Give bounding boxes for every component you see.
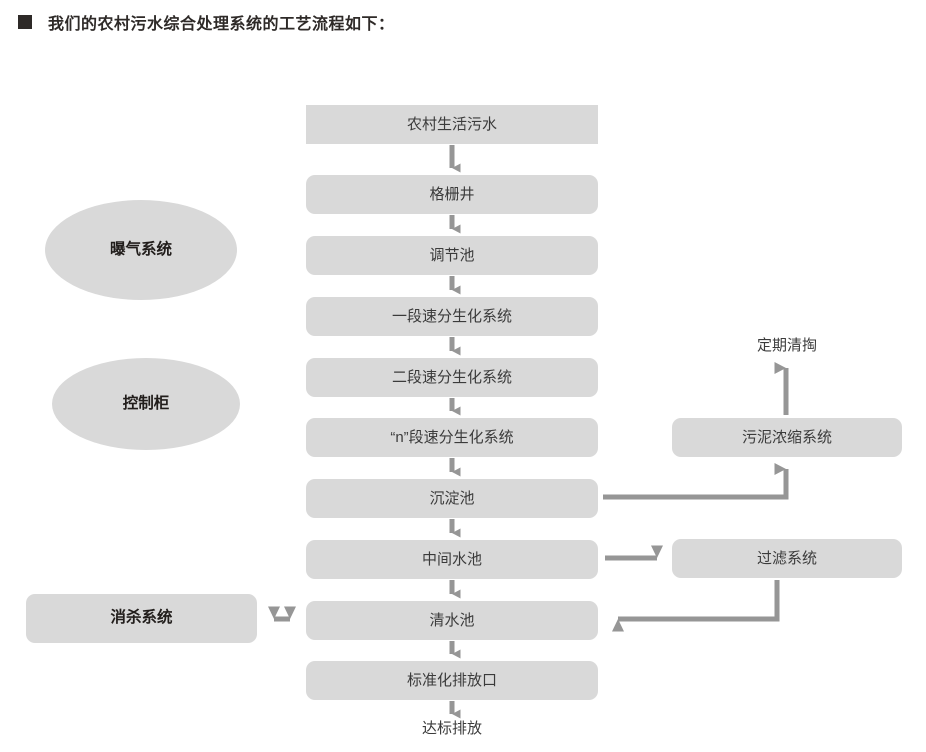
flow-node-clear-water-pool[interactable]: 清水池 xyxy=(306,601,598,640)
right-node-sludge-thickening-system[interactable]: 污泥浓缩系统 xyxy=(672,418,902,457)
side-node-control-cabinet[interactable]: 控制柜 xyxy=(52,358,240,450)
flow-node-regulating-tank[interactable]: 调节池 xyxy=(306,236,598,275)
page-header: 我们的农村污水综合处理系统的工艺流程如下： xyxy=(18,10,395,34)
square-bullet-icon xyxy=(18,15,32,29)
flow-node-grille-well[interactable]: 格栅井 xyxy=(306,175,598,214)
flow-node-stageN-biochem[interactable]: “n”段速分生化系统 xyxy=(306,418,598,457)
side-node-aeration-system[interactable]: 曝气系统 xyxy=(45,200,237,300)
flow-label-compliant-discharge: 达标排放 xyxy=(421,720,482,737)
flow-node-rural-sewage[interactable]: 农村生活污水 xyxy=(306,105,598,144)
flow-node-stage2-biochem[interactable]: 二段速分生化系统 xyxy=(306,358,598,397)
connector-filter-to-clearpool xyxy=(612,580,780,632)
flow-node-sedimentation-tank[interactable]: 沉淀池 xyxy=(306,479,598,518)
flow-node-standard-outlet[interactable]: 标准化排放口 xyxy=(306,661,598,700)
flow-node-intermediate-pool[interactable]: 中间水池 xyxy=(306,540,598,579)
right-node-filtration-system[interactable]: 过滤系统 xyxy=(672,539,902,578)
connector-sedimentation-to-sludge xyxy=(603,463,789,500)
right-label-periodic-cleanout: 定期清掏 xyxy=(756,337,817,354)
side-node-disinfection-system[interactable]: 消杀系统 xyxy=(26,594,257,643)
flow-node-stage1-biochem[interactable]: 一段速分生化系统 xyxy=(306,297,598,336)
page-title: 我们的农村污水综合处理系统的工艺流程如下： xyxy=(48,16,395,33)
